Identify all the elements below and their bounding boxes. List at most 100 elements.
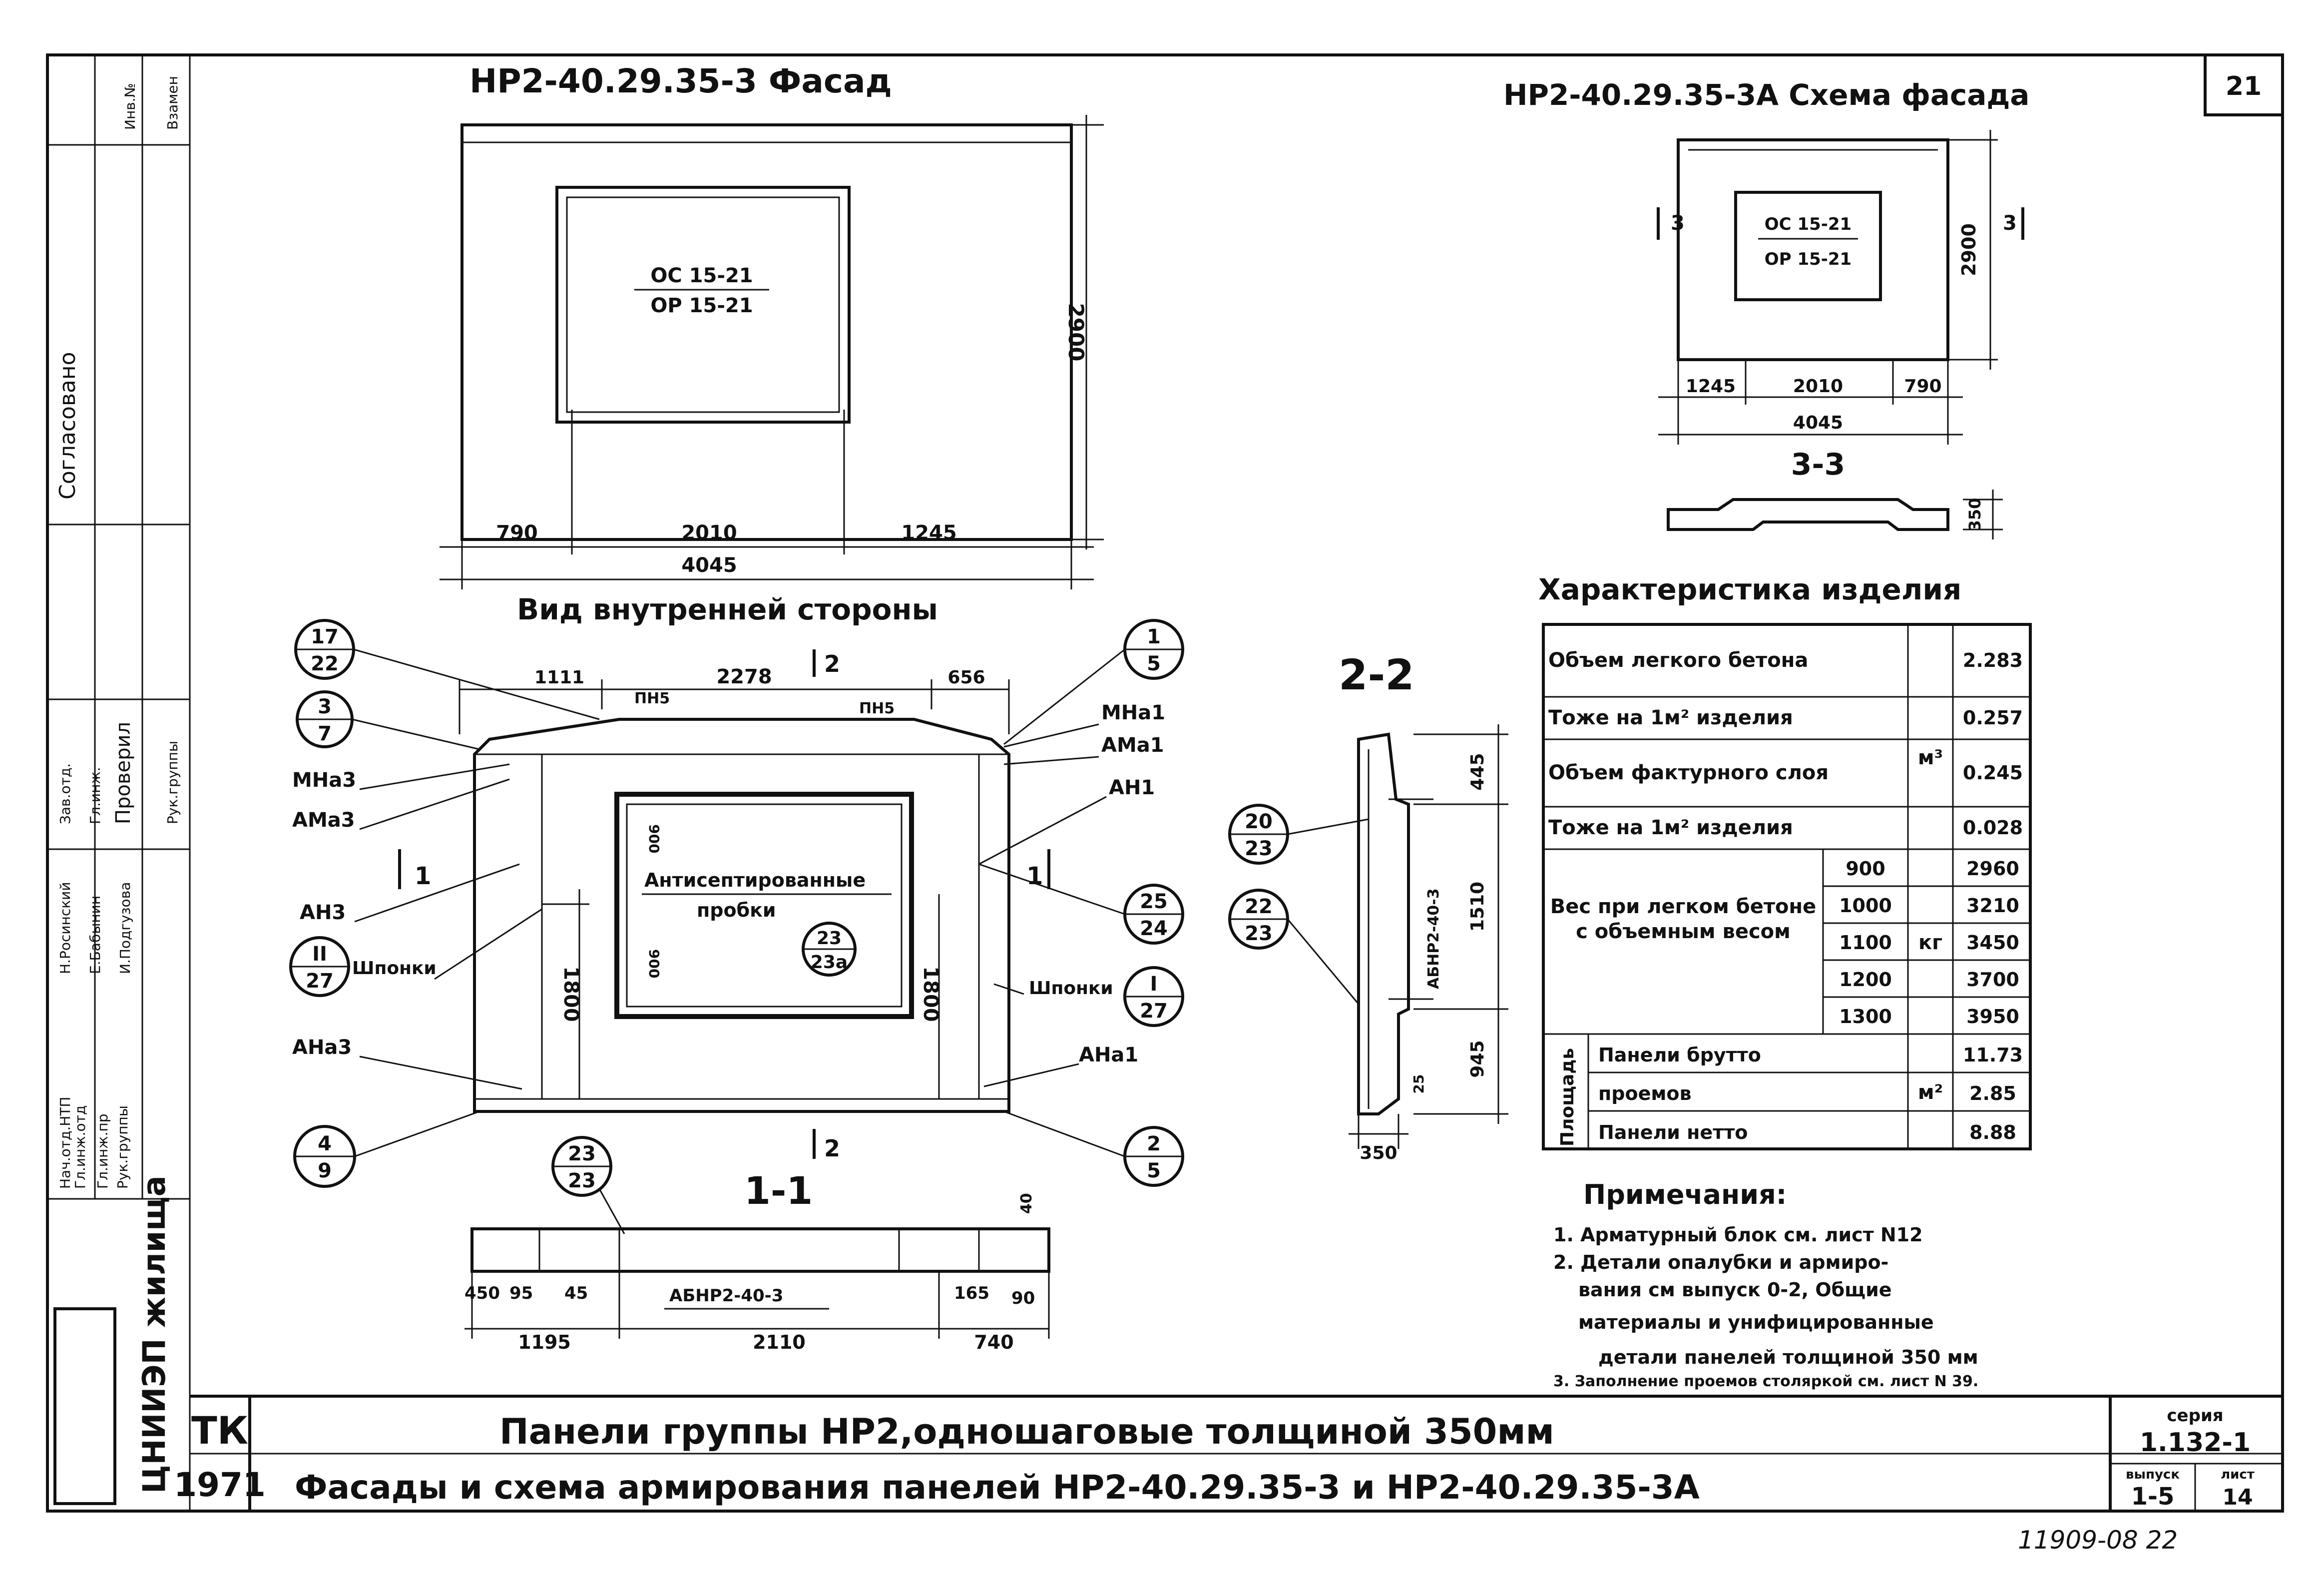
callout-circle: 37: [296, 690, 354, 748]
facade-main-dim-2: 2010: [681, 522, 737, 544]
title-org: ТК: [191, 1408, 248, 1453]
section-11-profile: [470, 1227, 1050, 1273]
facade-scheme-dim-1: 1245: [1686, 376, 1736, 397]
inner-cut-12-top: 2: [824, 650, 840, 677]
section-22-dim-3: 945: [1467, 1040, 1488, 1077]
callout-circle: 49: [293, 1125, 356, 1188]
callout-top: 17: [311, 625, 339, 648]
title-series: 1.132-1: [2140, 1428, 2251, 1458]
note-line: детали панелей толщиной 350 мм: [1598, 1346, 1978, 1368]
logo-text: ЦНИИЭП жилища: [136, 1175, 172, 1494]
area-value: 2.85: [1969, 1082, 2016, 1104]
inner-left-label-5: АНа3: [292, 1036, 352, 1059]
left-stamp-row-1: Нач.отд.НТП: [57, 1096, 73, 1189]
inner-pn-1: ПН5: [634, 690, 670, 707]
facade-main-window-1: ОС 15-21: [650, 264, 753, 287]
inner-dim-1800-left: 1800: [559, 966, 582, 1022]
inner-center-note: Антисептированные: [644, 869, 866, 891]
section-11-bottom-1: 1195: [518, 1331, 571, 1353]
title-sheet-label: лист: [2221, 1467, 2255, 1482]
left-stamp: Нач.отд.НТП Гл.инж.отд Гл.инж.пр Рук.гру…: [47, 55, 190, 1200]
inner-cut-11-left: 1: [415, 862, 431, 890]
title-year: 1971: [174, 1466, 266, 1504]
inner-center-note-2: пробки: [697, 899, 776, 921]
callout-bottom: 24: [1140, 917, 1168, 940]
char-row-4-value: 0.028: [1963, 817, 2023, 839]
char-row-1-value: 2.283: [1963, 649, 2023, 671]
left-stamp-header-4: Рук.группы: [164, 741, 181, 824]
facade-scheme-height: 2900: [1958, 223, 1980, 276]
facade-scheme-total: 4045: [1793, 413, 1843, 433]
facade-scheme-cut-left: 3: [1671, 212, 1685, 235]
section-22-dim-4: 25: [1410, 1074, 1427, 1094]
callout-bottom: 27: [306, 970, 334, 993]
char-weight-unit: кг: [1918, 931, 1942, 954]
left-stamp-frame: [46, 54, 191, 1512]
facade-main-height: 2900: [1064, 303, 1088, 362]
facade-main-title: НР2-40.29.35-3 Фасад: [469, 62, 892, 100]
org-logo: ЦНИИЭП жилища: [53, 1175, 172, 1505]
section-11-circle-top: 23: [568, 1142, 596, 1165]
weight-value: 2960: [1966, 858, 2019, 880]
section-33-profile: [1667, 498, 1949, 531]
callout-circle: 25: [1123, 1126, 1184, 1187]
left-stamp-header-2: Гл.инж.: [87, 767, 103, 824]
inner-top-dim-2: 2278: [716, 665, 772, 688]
title-series-label: серия: [2167, 1406, 2223, 1426]
section-11-label: АБНР2-40-3: [669, 1286, 783, 1306]
inner-dim-1800-right: 1800: [919, 966, 942, 1022]
section-22-circle-1-top: 20: [1245, 810, 1273, 833]
inner-left-label-4: Шпонки: [352, 958, 437, 979]
char-row-4-label: Тоже на 1м² изделия: [1548, 816, 1793, 839]
char-row-3-value: 0.245: [1963, 762, 2023, 784]
callout-top: II: [312, 943, 327, 966]
inner-view: Вид внутренней стороны 1111 2278 656 2 П…: [292, 592, 1165, 1162]
weight-density: 1000: [1839, 895, 1892, 917]
callout-bottom: 5: [1147, 652, 1161, 675]
title-sheet: 14: [2222, 1485, 2253, 1510]
section-11-dim-4: 165: [954, 1283, 989, 1303]
weight-density: 1100: [1839, 932, 1892, 954]
title-issue: 1-5: [2131, 1483, 2175, 1511]
char-row-1-label: Объем легкого бетона: [1548, 649, 1808, 672]
section-22-dim-2: 1510: [1467, 882, 1488, 932]
section-11-dim-1: 450: [465, 1283, 500, 1303]
callout-top: 25: [1140, 890, 1168, 913]
left-stamp-header-1: Зав.отд.: [57, 763, 73, 824]
inner-left-label-3: АН3: [300, 901, 346, 924]
weight-density: 1300: [1839, 1006, 1892, 1028]
area-value: 11.73: [1963, 1044, 2023, 1066]
weight-density: 1200: [1839, 969, 1892, 991]
callout-circle: II 27: [289, 936, 350, 997]
facade-scheme-window-2: ОР 15-21: [1765, 249, 1852, 269]
weight-value: 3700: [1966, 969, 2019, 991]
inner-right-label-3: АН1: [1109, 776, 1155, 799]
char-weight-label: Вес при легком бетоне с объемным весом: [1550, 895, 1817, 943]
characteristics-table: Характеристика изделия Объем легкого бет…: [1538, 572, 2032, 1150]
weight-density: 900: [1846, 858, 1885, 880]
char-row-3-label: Объем фактурного слоя: [1548, 761, 1829, 784]
inner-dim-900-b: 900: [646, 949, 662, 978]
section-11-dim-3: 45: [564, 1283, 588, 1303]
section-22-profile: [1357, 732, 1410, 1115]
section-22-dim-1: 445: [1467, 753, 1488, 790]
section-11-dim-5: 90: [1011, 1288, 1035, 1308]
callout-top: 23: [817, 928, 842, 949]
inner-view-title: Вид внутренней стороны: [517, 592, 938, 626]
callout-top: 3: [318, 695, 332, 718]
callout-circle: 15: [1123, 619, 1184, 680]
section-11-dim-2: 95: [509, 1283, 533, 1303]
char-weights: 900 2960 1000 3210 1100 3450 1200 3700 1…: [1823, 858, 2030, 1028]
left-stamp-header-3: Проверил: [112, 722, 135, 824]
section-11-circle-bottom: 23: [568, 1169, 596, 1192]
callout-circle: 23 23: [551, 1136, 612, 1197]
inner-right-label-4: Шпонки: [1029, 978, 1113, 999]
facade-scheme-section-title: 3-3: [1791, 447, 1845, 482]
characteristics-title: Характеристика изделия: [1538, 572, 1961, 606]
inner-left-label-1: МНа3: [292, 769, 356, 792]
facade-main: НР2-40.29.35-3 Фасад ОС 15-21 ОР 15-21 2…: [440, 62, 1104, 589]
inner-panel-outline: [473, 718, 1010, 1113]
facade-main-dim-1: 790: [496, 522, 538, 544]
